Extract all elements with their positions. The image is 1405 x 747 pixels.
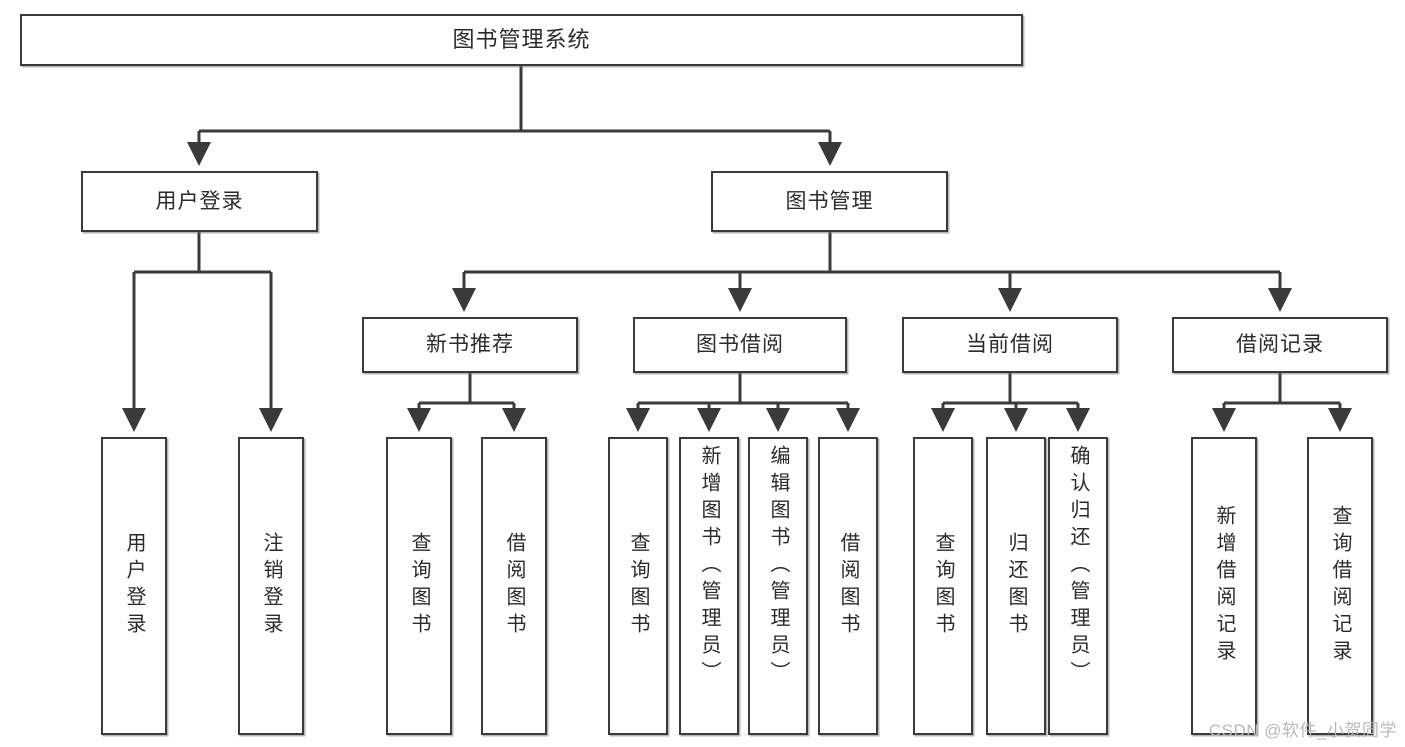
- node-label: 查询图书: [932, 532, 954, 640]
- node-book-manage[interactable]: 图书管理: [711, 171, 948, 232]
- node-user-login[interactable]: 用户登录: [81, 171, 318, 232]
- node-label: 注销登录: [260, 532, 282, 640]
- node-leaf-query-book-current[interactable]: 查询图书: [913, 437, 973, 735]
- node-label: 图书管理系统: [452, 26, 591, 52]
- node-leaf-user-logout[interactable]: 注销登录: [238, 437, 304, 735]
- node-leaf-query-borrow-record[interactable]: 查询借阅记录: [1307, 437, 1373, 735]
- node-borrow-record[interactable]: 借阅记录: [1172, 317, 1388, 373]
- node-label: 新书推荐: [426, 333, 514, 357]
- node-leaf-query-book-borrow[interactable]: 查询图书: [608, 437, 668, 735]
- node-leaf-edit-book[interactable]: 编辑图书（管理员）: [748, 437, 808, 735]
- node-label: 图书借阅: [696, 333, 784, 357]
- node-book-borrow[interactable]: 图书借阅: [633, 317, 847, 373]
- node-leaf-user-login[interactable]: 用户登录: [101, 437, 167, 735]
- node-leaf-confirm-return[interactable]: 确认归还（管理员）: [1048, 437, 1108, 735]
- node-label: 查询图书: [627, 532, 649, 640]
- node-label: 查询图书: [408, 532, 430, 640]
- node-label: 用户登录: [155, 189, 244, 213]
- node-leaf-borrow-book-borrow[interactable]: 借阅图书: [818, 437, 878, 735]
- node-leaf-borrow-book-recommend[interactable]: 借阅图书: [481, 437, 547, 735]
- node-label: 归还图书: [1005, 532, 1027, 640]
- node-new-book-recommend[interactable]: 新书推荐: [362, 317, 578, 373]
- node-label: 借阅图书: [837, 532, 859, 640]
- node-current-borrow[interactable]: 当前借阅: [902, 317, 1118, 373]
- node-label: 新增借阅记录: [1213, 505, 1235, 667]
- node-leaf-add-book[interactable]: 新增图书（管理员）: [679, 437, 739, 735]
- node-label: 新增图书（管理员）: [698, 445, 720, 688]
- node-label: 借阅记录: [1236, 333, 1324, 357]
- node-label: 确认归还（管理员）: [1067, 445, 1089, 688]
- node-leaf-return-book[interactable]: 归还图书: [986, 437, 1046, 735]
- node-label: 图书管理: [785, 189, 874, 213]
- node-label: 当前借阅: [966, 333, 1054, 357]
- node-label: 用户登录: [123, 532, 145, 640]
- node-leaf-query-book-recommend[interactable]: 查询图书: [386, 437, 452, 735]
- node-label: 查询借阅记录: [1329, 505, 1351, 667]
- node-root-system[interactable]: 图书管理系统: [20, 14, 1023, 66]
- node-label: 编辑图书（管理员）: [767, 445, 789, 688]
- node-label: 借阅图书: [503, 532, 525, 640]
- node-leaf-add-borrow-record[interactable]: 新增借阅记录: [1191, 437, 1257, 735]
